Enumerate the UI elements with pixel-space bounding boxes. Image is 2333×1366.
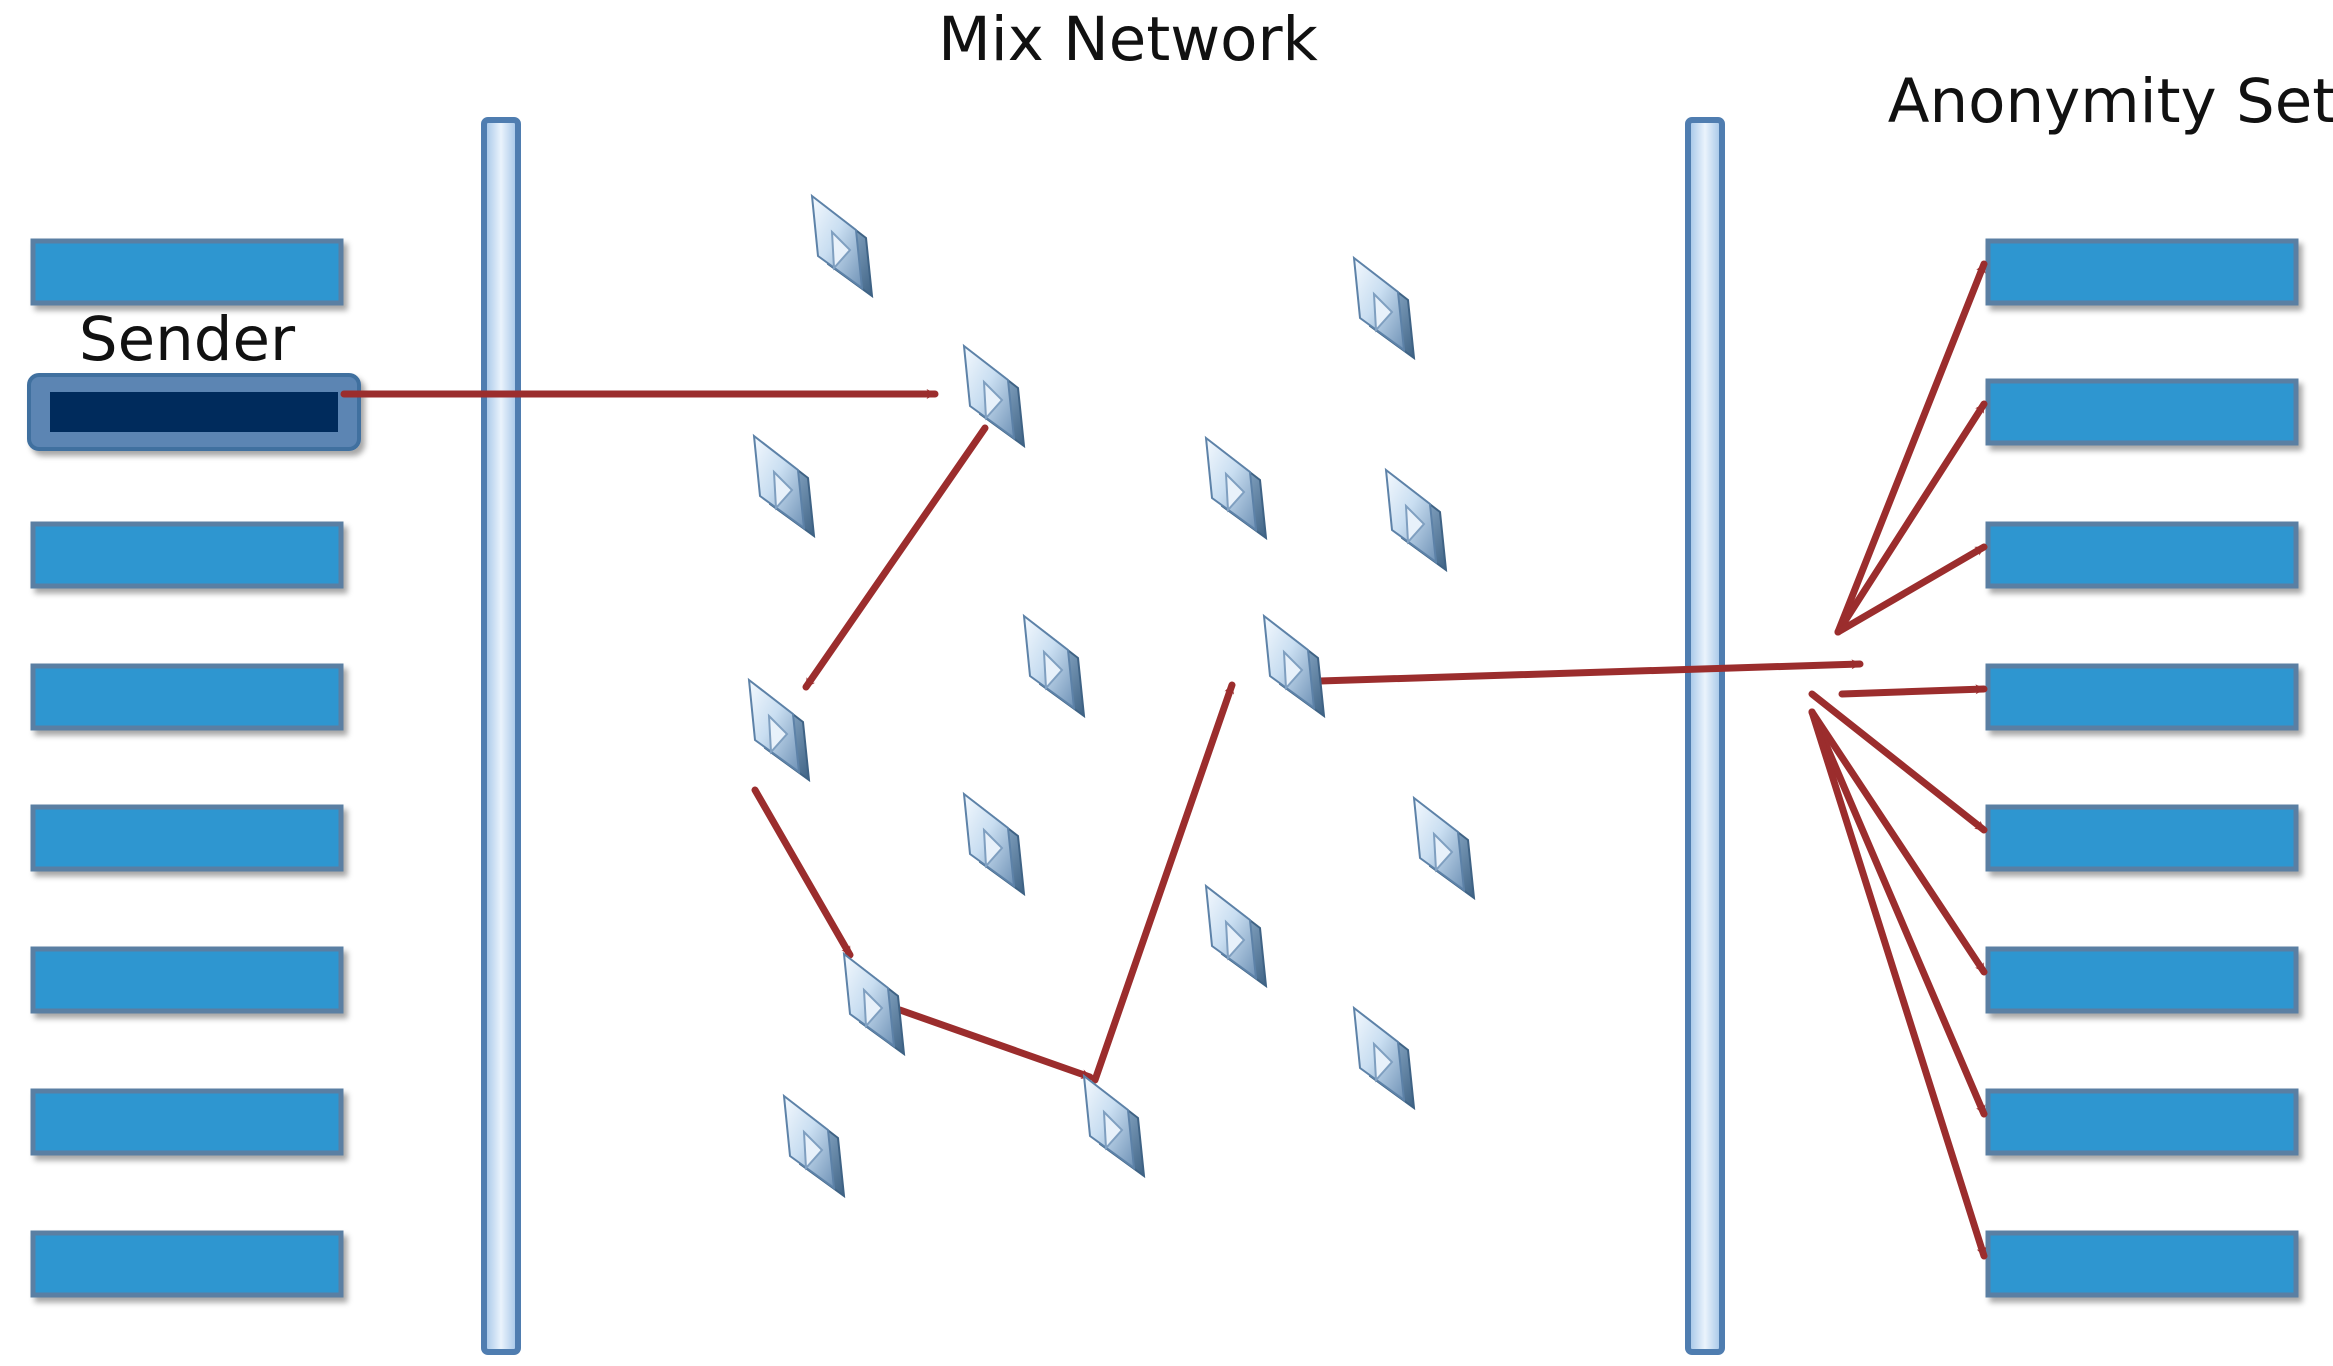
fanout-arrow bbox=[1834, 400, 1988, 636]
fanout-arrow bbox=[1808, 690, 1988, 834]
mix-node bbox=[1204, 435, 1268, 541]
mix-node bbox=[1352, 1005, 1416, 1111]
sender-group bbox=[27, 238, 361, 1298]
anonymity-set-label: Anonymity Set bbox=[1888, 66, 2333, 137]
fanout-arrow bbox=[1808, 708, 1988, 976]
mix-node bbox=[1082, 1073, 1146, 1179]
anonymity-set-node bbox=[1985, 1088, 2299, 1156]
anonymity-set-node bbox=[1985, 378, 2299, 446]
fanout-arrow bbox=[1834, 543, 1988, 636]
mix-node bbox=[752, 433, 816, 539]
anonymity-set-node bbox=[1985, 521, 2299, 589]
mix-node bbox=[782, 1093, 846, 1199]
right-boundary bbox=[1685, 117, 1725, 1355]
path-arrow bbox=[802, 424, 989, 691]
fanout-arrow bbox=[1838, 684, 1988, 698]
fanout-arrow bbox=[1808, 708, 1988, 1118]
anonymity-set-node bbox=[1985, 946, 2299, 1014]
client-node bbox=[30, 946, 344, 1014]
client-node bbox=[30, 238, 344, 306]
sender-node-inner bbox=[50, 392, 338, 432]
mix-node bbox=[747, 677, 811, 783]
diagram-title: Mix Network bbox=[938, 4, 1318, 75]
anonymity-set-node bbox=[1985, 663, 2299, 731]
anonymity-set-node bbox=[1985, 1230, 2299, 1298]
client-node bbox=[30, 1230, 344, 1298]
mix-node bbox=[962, 343, 1026, 449]
path-arrow bbox=[1091, 681, 1236, 1084]
mix-node bbox=[810, 193, 874, 299]
message-path bbox=[340, 260, 1988, 1260]
mix-node bbox=[1352, 255, 1416, 361]
path-arrow bbox=[896, 1006, 1094, 1081]
mix-node bbox=[1262, 613, 1326, 719]
client-node bbox=[30, 1088, 344, 1156]
fanout-arrow bbox=[1808, 708, 1988, 1260]
fanout-arrow bbox=[1834, 260, 1988, 636]
sender-label: Sender bbox=[79, 304, 296, 375]
anonymity-set-group bbox=[1985, 238, 2299, 1298]
mix-network-group bbox=[747, 193, 1476, 1199]
client-node bbox=[30, 521, 344, 589]
mix-node bbox=[1412, 795, 1476, 901]
client-node bbox=[30, 804, 344, 872]
path-arrow bbox=[751, 786, 854, 959]
mix-node bbox=[1384, 467, 1448, 573]
client-node bbox=[30, 663, 344, 731]
anonymity-set-node bbox=[1985, 238, 2299, 306]
left-boundary bbox=[481, 117, 521, 1355]
path-arrow bbox=[1316, 659, 1864, 685]
mix-node bbox=[1022, 613, 1086, 719]
mix-node bbox=[1204, 883, 1268, 989]
mix-node bbox=[842, 951, 906, 1057]
mix-node bbox=[962, 791, 1026, 897]
anonymity-set-node bbox=[1985, 804, 2299, 872]
